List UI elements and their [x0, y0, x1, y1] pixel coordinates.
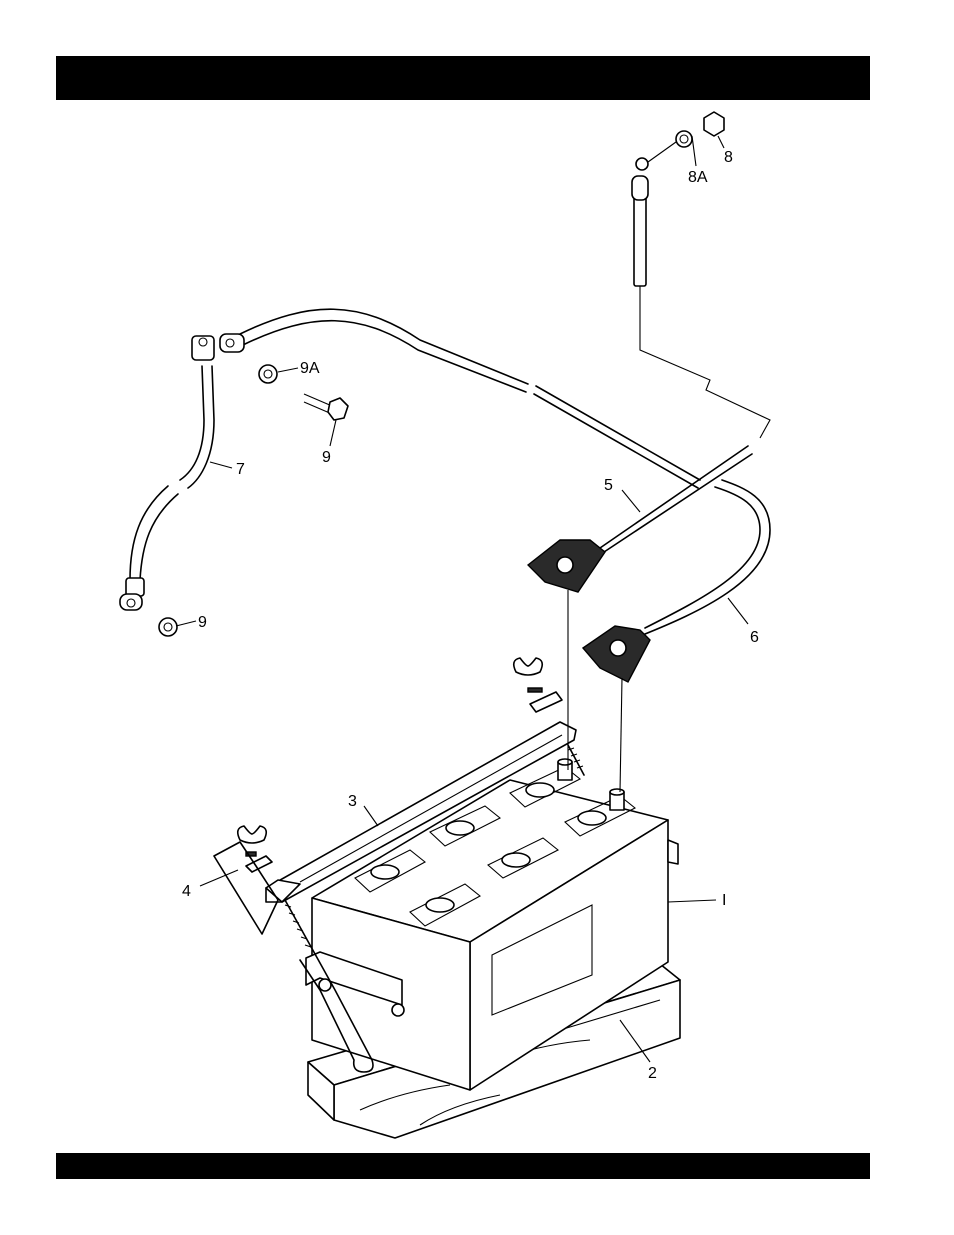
ground-cable: [120, 336, 214, 636]
callout-cable-negative: 6: [750, 629, 759, 646]
callout-nut: 8: [724, 149, 733, 166]
footer-bar: [56, 1153, 870, 1179]
callout-bolt-upper: 9: [322, 449, 331, 466]
callout-hold-down-rod: 4: [182, 883, 191, 900]
callout-lockwasher-9a: 9A: [300, 360, 320, 377]
callout-hold-down-bar: 3: [348, 793, 357, 810]
callout-lockwasher-lower: 9: [198, 614, 207, 631]
callout-ground-cable: 7: [236, 461, 245, 478]
cable-negative: [583, 480, 770, 682]
callout-battery: I: [722, 892, 726, 909]
upper-lug-and-bolt: [220, 334, 348, 420]
callout-washer-8a: 8A: [688, 169, 708, 186]
cable-long: [240, 284, 770, 488]
callout-cable-positive: 5: [604, 477, 613, 494]
callout-wood-base: 2: [648, 1065, 657, 1082]
upper-terminal: [632, 112, 724, 286]
